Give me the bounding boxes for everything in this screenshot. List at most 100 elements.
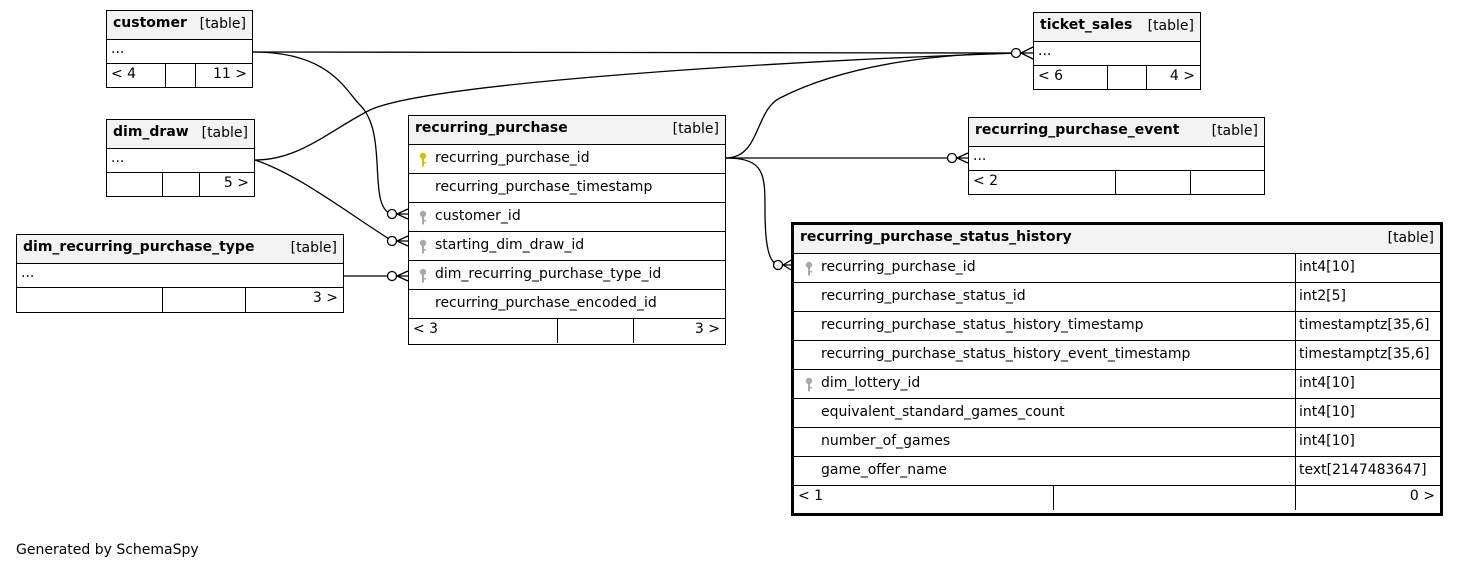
relationship-counts: < 1 0 > xyxy=(794,486,1440,510)
relationship-counts: < 4 11 > xyxy=(107,64,252,88)
parent-count: < 2 xyxy=(973,173,999,189)
column-row[interactable]: customer_id xyxy=(409,203,725,232)
column-name: dim_recurring_purchase_type_id xyxy=(435,266,662,282)
table-kind: [table] xyxy=(1147,18,1194,34)
table-ticket-sales[interactable]: ticket_sales [table] ... < 6 4 > xyxy=(1033,12,1201,90)
table-name: dim_draw xyxy=(113,124,189,140)
parent-count: < 6 xyxy=(1038,68,1064,84)
column-name: recurring_purchase_id xyxy=(821,259,976,275)
column-name: game_offer_name xyxy=(821,462,947,478)
columns-ellipsis: ... xyxy=(1034,42,1200,66)
column-name: recurring_purchase_status_history_event_… xyxy=(821,346,1191,362)
relationship-counts: 3 > xyxy=(17,288,343,312)
edge-dim-draw-recurring-purchase xyxy=(254,159,395,243)
table-kind: [table] xyxy=(1211,123,1258,139)
parent-count: < 4 xyxy=(111,66,137,82)
crow-foot-marker xyxy=(396,235,409,247)
columns-ellipsis: ... xyxy=(107,149,254,173)
table-kind: [table] xyxy=(1387,230,1434,246)
column-type: int4[10] xyxy=(1299,375,1355,391)
cardinality-circle xyxy=(1010,47,1022,59)
table-recurring-purchase-status-history[interactable]: recurring_purchase_status_history [table… xyxy=(791,222,1443,516)
table-kind: [table] xyxy=(290,240,337,256)
parent-count: < 1 xyxy=(798,488,824,504)
child-count: 3 > xyxy=(312,290,338,306)
column-type: timestamptz[35,6] xyxy=(1299,317,1430,333)
edge-customer-ticket-sales xyxy=(252,51,1021,54)
table-name: ticket_sales xyxy=(1040,17,1133,33)
table-dim-draw[interactable]: dim_draw [table] ... 5 > xyxy=(106,119,255,197)
columns-ellipsis: ... xyxy=(969,147,1264,171)
column-row[interactable]: game_offer_name text[2147483647] xyxy=(794,457,1440,486)
crow-foot-marker xyxy=(396,208,409,220)
table-recurring-purchase-event[interactable]: recurring_purchase_event [table] ... < 2 xyxy=(968,117,1265,195)
foreign-key-icon xyxy=(805,261,813,276)
edge-recurring-purchase-status-history xyxy=(725,157,781,266)
primary-key-icon xyxy=(419,152,427,167)
column-name: recurring_purchase_id xyxy=(435,150,590,166)
cardinality-circle xyxy=(386,270,398,282)
column-row[interactable]: starting_dim_draw_id xyxy=(409,232,725,261)
crow-foot-marker xyxy=(396,270,409,282)
child-count: 3 > xyxy=(694,321,720,337)
crow-foot-marker xyxy=(956,152,969,164)
columns-ellipsis: ... xyxy=(107,40,252,64)
relationship-counts: 5 > xyxy=(107,173,254,197)
column-name: recurring_purchase_timestamp xyxy=(435,179,653,195)
table-header: recurring_purchase_event [table] xyxy=(969,118,1264,147)
column-row[interactable]: recurring_purchase_encoded_id xyxy=(409,290,725,319)
column-row[interactable]: recurring_purchase_status_history_timest… xyxy=(794,312,1440,341)
child-count: 5 > xyxy=(223,175,249,191)
table-header: dim_draw [table] xyxy=(107,120,254,149)
table-header: customer [table] xyxy=(107,11,252,40)
column-type: int4[10] xyxy=(1299,259,1355,275)
cardinality-circle xyxy=(772,259,784,271)
column-row[interactable]: recurring_purchase_status_history_event_… xyxy=(794,341,1440,370)
column-row[interactable]: recurring_purchase_id xyxy=(409,145,725,174)
table-customer[interactable]: customer [table] ... < 4 11 > xyxy=(106,10,253,88)
table-name: recurring_purchase_status_history xyxy=(800,229,1072,245)
table-header: recurring_purchase_status_history [table… xyxy=(794,225,1440,254)
column-row[interactable]: equivalent_standard_games_count int4[10] xyxy=(794,399,1440,428)
table-dim-recurring-purchase-type[interactable]: dim_recurring_purchase_type [table] ... … xyxy=(16,234,344,313)
column-type: int4[10] xyxy=(1299,433,1355,449)
foreign-key-icon xyxy=(419,210,427,225)
foreign-key-icon xyxy=(419,268,427,283)
table-kind: [table] xyxy=(201,125,248,141)
crow-foot-marker xyxy=(1020,46,1034,60)
table-name: dim_recurring_purchase_type xyxy=(23,239,255,255)
column-row[interactable]: recurring_purchase_id int4[10] xyxy=(794,254,1440,283)
parent-count: < 3 xyxy=(413,321,439,337)
column-type: text[2147483647] xyxy=(1299,462,1427,478)
child-count: 4 > xyxy=(1169,68,1195,84)
child-count: 11 > xyxy=(213,66,247,82)
table-header: dim_recurring_purchase_type [table] xyxy=(17,235,343,264)
column-name: starting_dim_draw_id xyxy=(435,237,585,253)
generated-by-label: Generated by SchemaSpy xyxy=(16,542,199,558)
column-row[interactable]: number_of_games int4[10] xyxy=(794,428,1440,457)
table-header: recurring_purchase [table] xyxy=(409,116,725,145)
foreign-key-icon xyxy=(419,239,427,254)
table-kind: [table] xyxy=(672,121,719,137)
column-name: recurring_purchase_status_id xyxy=(821,288,1026,304)
relationship-counts: < 3 3 > xyxy=(409,319,725,343)
table-kind: [table] xyxy=(199,16,246,32)
table-recurring-purchase[interactable]: recurring_purchase [table] recurring_pur… xyxy=(408,115,726,345)
relationship-counts: < 2 xyxy=(969,171,1264,195)
column-name: dim_lottery_id xyxy=(821,375,921,391)
column-name: recurring_purchase_encoded_id xyxy=(435,295,657,311)
column-row[interactable]: dim_lottery_id int4[10] xyxy=(794,370,1440,399)
column-name: customer_id xyxy=(435,208,521,224)
cardinality-circle xyxy=(386,235,398,247)
table-name: recurring_purchase_event xyxy=(975,122,1180,138)
column-type: timestamptz[35,6] xyxy=(1299,346,1430,362)
column-row[interactable]: recurring_purchase_timestamp xyxy=(409,174,725,203)
column-row[interactable]: recurring_purchase_status_id int2[5] xyxy=(794,283,1440,312)
cardinality-circle xyxy=(946,152,958,164)
table-header: ticket_sales [table] xyxy=(1034,13,1200,42)
columns-ellipsis: ... xyxy=(17,264,343,288)
relationship-counts: < 6 4 > xyxy=(1034,66,1200,90)
column-name: equivalent_standard_games_count xyxy=(821,404,1065,420)
column-row[interactable]: dim_recurring_purchase_type_id xyxy=(409,261,725,290)
column-type: int4[10] xyxy=(1299,404,1355,420)
